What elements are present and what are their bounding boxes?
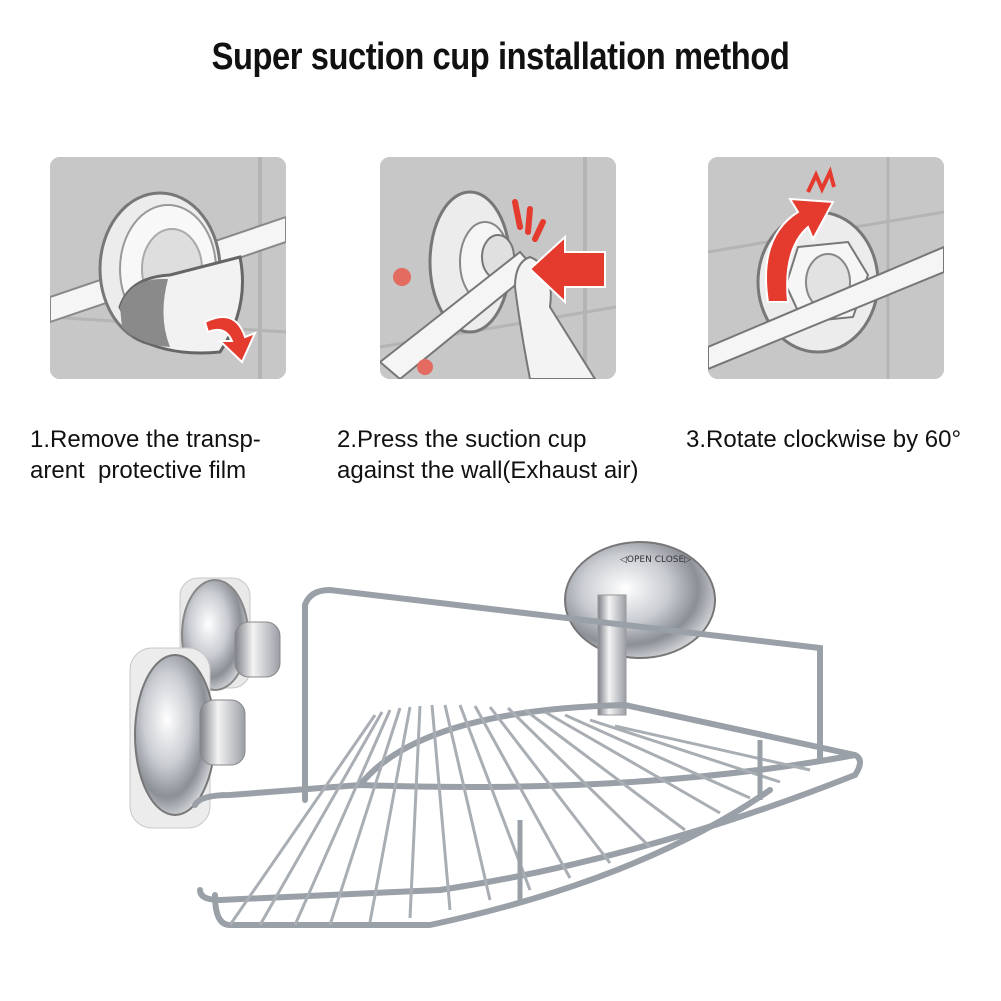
suction-cup-left: [129, 577, 281, 829]
impact-lines-icon: [806, 166, 836, 194]
svg-text:◁OPEN CLOSE▷: ◁OPEN CLOSE▷: [620, 555, 691, 565]
impact-lines-icon: [512, 199, 546, 242]
rotate-arrow-icon: [765, 197, 835, 303]
peel-arrow-icon: [203, 316, 257, 364]
step-1-caption: 1.Remove the transp-arent protective fil…: [30, 426, 261, 484]
step-1-illustration: [50, 157, 286, 379]
air-puff-icon: [393, 268, 411, 286]
page-title: Super suction cup installation method: [211, 36, 790, 78]
press-arrow-icon: [528, 234, 606, 305]
step-3-caption: 3.Rotate clockwise by 60°: [686, 426, 962, 453]
step-2-illustration: [380, 157, 616, 379]
step-3-illustration: [708, 157, 944, 379]
corner-shelf-image: ◁OPEN CLOSE▷: [120, 530, 880, 970]
air-puff-icon: [417, 359, 433, 375]
